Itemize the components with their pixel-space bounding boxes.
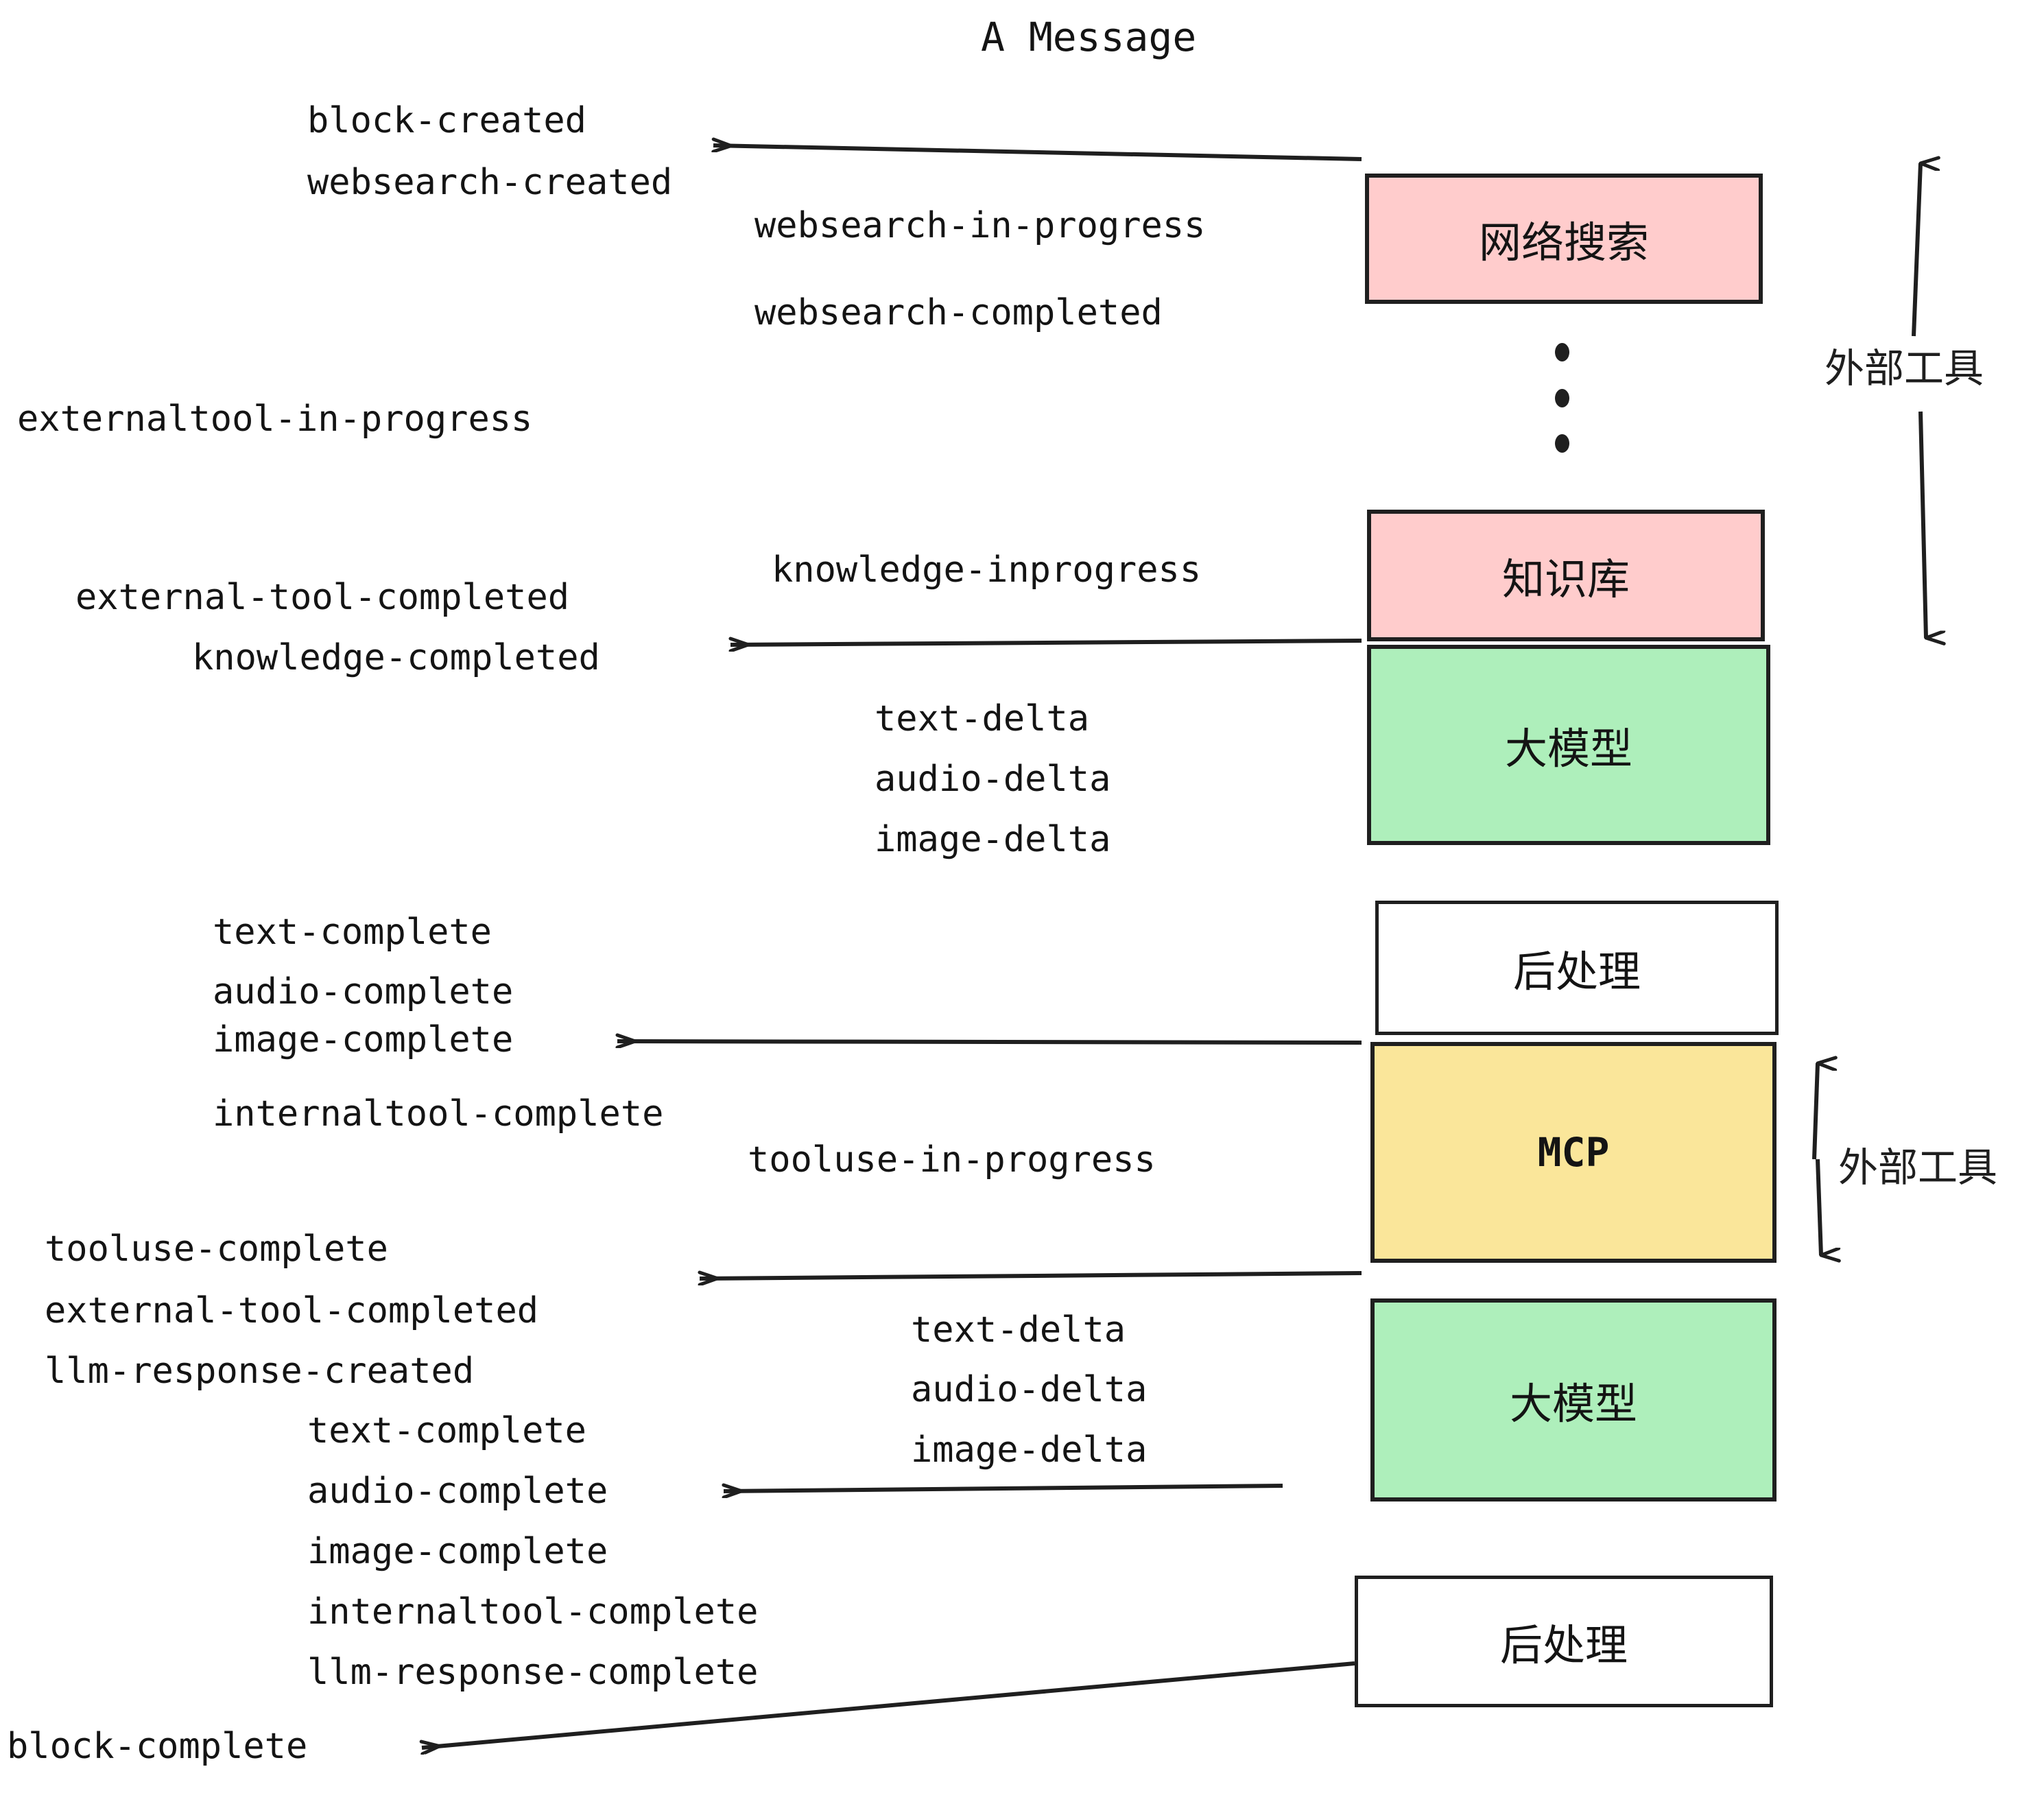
component-box-postprocess-top[interactable]: 后处理 <box>1375 901 1779 1035</box>
component-box-postprocess-bottom[interactable]: 后处理 <box>1355 1576 1773 1707</box>
component-box-label: 大模型 <box>1509 1379 1637 1429</box>
event-label-websearch-created: websearch-created <box>307 162 673 203</box>
component-box-label: 后处理 <box>1499 1620 1628 1670</box>
span-arrow-bottom-up <box>1812 1063 1818 1160</box>
component-box-label: 后处理 <box>1512 947 1641 997</box>
event-label-audio-complete-2: audio-complete <box>307 1471 608 1512</box>
event-label-tooluse-complete: tooluse-complete <box>45 1229 388 1270</box>
arrow-mcp-to-tooluse-complete <box>700 1273 1362 1279</box>
event-label-text-delta-1: text-delta <box>875 698 1090 739</box>
event-label-block-created: block-created <box>307 100 586 141</box>
span-label-external-tools-top: 外部工具 <box>1825 345 1984 392</box>
event-label-internaltool-complete-2: internaltool-complete <box>307 1591 759 1633</box>
span-label-external-tools-bottom: 外部工具 <box>1838 1144 1998 1191</box>
event-label-text-complete-1: text-complete <box>213 912 492 953</box>
component-box-mcp[interactable]: MCP <box>1370 1042 1776 1263</box>
event-label-external-tool-completed-1: external-tool-completed <box>75 577 570 618</box>
component-box-llm-top[interactable]: 大模型 <box>1367 645 1770 845</box>
component-box-label: 网络搜索 <box>1478 217 1649 268</box>
component-box-llm-bottom[interactable]: 大模型 <box>1370 1298 1776 1502</box>
event-label-websearch-in-progress: websearch-in-progress <box>754 205 1206 246</box>
event-label-text-complete-2: text-complete <box>307 1410 586 1451</box>
component-box-label: 大模型 <box>1504 724 1632 774</box>
arrow-llm-to-audiocomplete <box>724 1486 1283 1491</box>
event-label-external-tool-completed-2: external-tool-completed <box>45 1290 539 1331</box>
event-label-image-complete-2: image-complete <box>307 1531 608 1572</box>
component-box-label: MCP <box>1537 1129 1610 1176</box>
arrow-knowledge-to-completed <box>730 641 1362 645</box>
event-label-websearch-completed: websearch-completed <box>754 292 1163 333</box>
event-label-block-complete: block-complete <box>7 1726 308 1767</box>
event-label-image-delta-2: image-delta <box>911 1429 1148 1471</box>
component-box-label: 知识库 <box>1501 554 1630 604</box>
event-label-image-complete-1: image-complete <box>213 1019 514 1060</box>
ellipsis-dot-3 <box>1554 434 1569 453</box>
span-arrow-top-up <box>1912 163 1921 337</box>
event-label-llm-response-created: llm-response-created <box>45 1351 475 1392</box>
event-label-llm-response-complete: llm-response-complete <box>307 1652 759 1693</box>
vertical-ellipsis <box>1554 343 1570 453</box>
arrow-postproc-to-imagecomplete <box>617 1041 1362 1043</box>
event-label-audio-delta-2: audio-delta <box>911 1369 1148 1410</box>
event-label-image-delta-1: image-delta <box>875 819 1111 860</box>
event-label-knowledge-inprogress: knowledge-inprogress <box>772 549 1202 591</box>
ellipsis-dot-1 <box>1554 343 1569 361</box>
event-label-externaltool-in-progress: externaltool-in-progress <box>17 399 533 440</box>
arrow-websearch-to-blockcreated <box>713 145 1362 161</box>
component-box-websearch[interactable]: 网络搜索 <box>1365 174 1763 304</box>
event-label-audio-delta-1: audio-delta <box>875 759 1111 800</box>
event-label-knowledge-completed: knowledge-completed <box>192 637 600 678</box>
ellipsis-dot-2 <box>1554 388 1569 407</box>
page-title: A Message <box>981 14 1197 60</box>
event-label-internaltool-complete-1: internaltool-complete <box>213 1093 664 1135</box>
event-label-audio-complete-1: audio-complete <box>213 971 514 1012</box>
event-label-tooluse-in-progress: tooluse-in-progress <box>748 1139 1156 1180</box>
span-arrow-top-down <box>1918 411 1926 638</box>
span-arrow-bottom-down <box>1816 1159 1821 1255</box>
component-box-knowledge[interactable]: 知识库 <box>1367 510 1765 641</box>
event-label-text-delta-2: text-delta <box>911 1309 1126 1351</box>
